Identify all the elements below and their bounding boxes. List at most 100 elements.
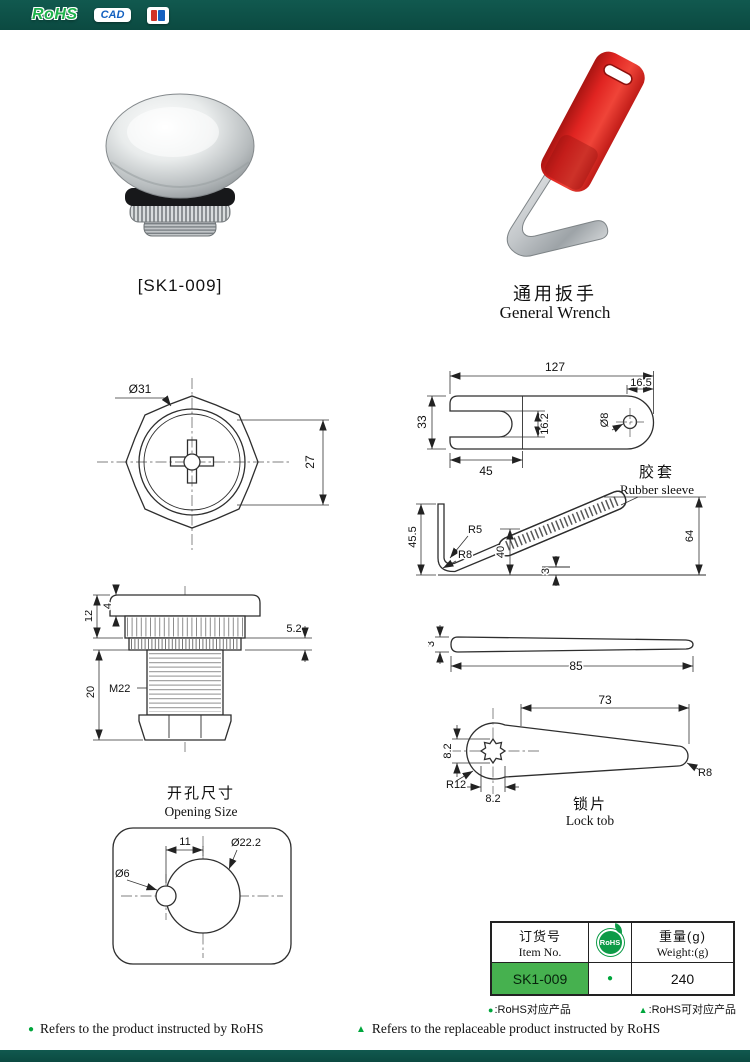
rohs-status-cell: ● xyxy=(589,963,632,994)
cap-profile xyxy=(109,594,261,617)
nut-profile xyxy=(138,714,232,741)
dim-bar-thickness-3: 3 xyxy=(428,641,437,647)
anti-rotation-notch xyxy=(155,885,177,907)
footnote-left-text: Refers to the product instructed by RoHS xyxy=(40,1021,264,1036)
rohs-logo: RoHS xyxy=(32,6,78,23)
dim-height-27: 27 xyxy=(303,455,317,469)
footnote-right: ▲ Refers to the replaceable product inst… xyxy=(356,1021,660,1037)
opening-dimensions: 11 Ø22.2 Ø6 xyxy=(114,835,262,891)
cap-highlight xyxy=(127,107,219,157)
legend-triangle-text: :RoHS可对应产品 xyxy=(648,1004,736,1016)
dim-lip-4: 4 xyxy=(102,603,114,609)
dim-main-dia-22-2: Ø22.2 xyxy=(231,837,261,849)
bracket-dimensions: 45.5 R5 R8 40 3 64 xyxy=(408,496,706,586)
wrench-caption-en: General Wrench xyxy=(499,303,611,322)
star-broach-hole xyxy=(479,737,507,765)
dim-left-45: 45 xyxy=(479,464,493,478)
dim-end-16-5: 16.5 xyxy=(630,377,651,389)
handle-shadow-band xyxy=(544,134,598,190)
green-dot-icon: ● xyxy=(488,1005,494,1015)
legend-dot-text: :RoHS对应产品 xyxy=(494,1004,571,1016)
latch-dimensions: 127 16.5 33 16.2 45 Ø8 xyxy=(414,359,654,480)
scalloped-rim xyxy=(125,395,259,529)
side-view-dimensions: 12 4 5.2 20 M22 xyxy=(85,584,312,741)
dim-r8: R8 xyxy=(458,549,472,561)
wrench-caption-cn: 通用扳手 xyxy=(513,284,597,304)
wrench-red-handle xyxy=(540,51,645,192)
knurled-ring-profile xyxy=(124,615,246,639)
legend-triangle-item: ▲:RoHS可对应产品 xyxy=(639,1001,736,1017)
green-dot-icon: ● xyxy=(28,1023,35,1035)
bottom-brand-bar xyxy=(0,1050,750,1062)
dim-step-5-2: 5.2 xyxy=(286,623,301,635)
dim-length-127: 127 xyxy=(545,360,565,374)
front-view-dimensions: Ø31 27 xyxy=(115,381,329,506)
lock-tab-dimensions: 73 8.2 8.2 R12 R8 xyxy=(441,692,714,807)
wrench-steel-hook xyxy=(506,159,609,257)
dim-mid-40: 40 xyxy=(495,546,507,558)
opening-title-cn: 开孔尺寸 xyxy=(167,785,235,802)
footnote-right-text: Refers to the replaceable product instru… xyxy=(371,1021,661,1036)
top-brand-bar: RoHS CAD xyxy=(0,0,750,30)
spec-table-data-row: SK1-009 ● 240 xyxy=(492,963,733,994)
flat-bar-dimensions: 3 85 xyxy=(428,625,694,675)
dim-thread-m22: M22 xyxy=(109,683,130,695)
dim-body-20: 20 xyxy=(85,686,97,698)
lock-tab-drawing: 73 8.2 8.2 R12 R8 锁片 Lock tob xyxy=(441,692,714,829)
front-view-drawing: Ø31 27 xyxy=(97,378,329,550)
panel-outline xyxy=(112,827,292,965)
main-hole xyxy=(165,858,241,934)
opening-size-drawing: 开孔尺寸 Opening Size 11 Ø22.2 Ø6 xyxy=(112,785,292,965)
dim-height-45-5: 45.5 xyxy=(408,526,419,547)
dim-diameter-31: Ø31 xyxy=(129,382,152,396)
item-no-header-cn: 订货号 xyxy=(518,928,561,944)
dim-cap-12: 12 xyxy=(85,610,95,622)
rohs-legend: ●:RoHS对应产品 ▲:RoHS可对应产品 xyxy=(488,1001,736,1017)
handle-hang-hole xyxy=(603,63,633,86)
footnote-left: ● Refers to the product instructed by Ro… xyxy=(28,1021,264,1037)
spec-table: 订货号 Item No. RoHS 重量(g) Weight:(g) SK1-0… xyxy=(490,921,735,996)
rohs-badge-icon: RoHS xyxy=(596,929,624,956)
green-triangle-icon: ▲ xyxy=(356,1023,366,1035)
latch-top-view-drawing: 127 16.5 33 16.2 45 Ø8 xyxy=(414,359,655,480)
lock-tab-outline xyxy=(466,722,689,780)
dim-bar-length-85: 85 xyxy=(569,659,583,673)
weight-header-cn: 重量(g) xyxy=(659,928,706,944)
green-triangle-icon: ▲ xyxy=(638,1005,648,1015)
rubber-sleeve-label-en: Rubber sleeve xyxy=(619,482,694,497)
rubber-sleeve-label-cn: 胶套 xyxy=(638,464,675,481)
item-no-header-cell: 订货号 Item No. xyxy=(492,923,589,963)
bracket-profile-drawing: 45.5 R5 R8 40 3 64 xyxy=(408,490,706,586)
lock-caption: [SK1-009] xyxy=(137,276,223,295)
dim-r5: R5 xyxy=(468,524,482,536)
dim-tab-length-73: 73 xyxy=(598,693,612,707)
dim-star-height-8-2: 8.2 xyxy=(442,743,454,758)
dim-offset-11: 11 xyxy=(179,836,190,848)
cap-edge-reflection xyxy=(110,161,250,188)
item-number: SK1-009 xyxy=(512,970,568,987)
rubber-sleeve-label: 胶套 Rubber sleeve xyxy=(607,461,707,498)
legend-dot-item: ●:RoHS对应产品 xyxy=(488,1001,571,1017)
item-no-header-en: Item No. xyxy=(518,944,562,959)
dim-slot-16-2: 16.2 xyxy=(539,413,551,434)
cad-badge: CAD xyxy=(93,8,132,22)
dim-star-width-8-2: 8.2 xyxy=(485,793,500,805)
dim-notch-dia-6: Ø6 xyxy=(115,868,130,880)
spec-table-header-row: 订货号 Item No. RoHS 重量(g) Weight:(g) xyxy=(492,923,733,963)
washer-profile xyxy=(128,637,242,651)
weight-value: 240 xyxy=(670,970,695,987)
lock-tab-label-cn: 锁片 xyxy=(573,796,607,813)
wrench-product-photo xyxy=(506,51,645,257)
dim-width-33: 33 xyxy=(415,415,429,429)
dim-r12: R12 xyxy=(446,779,466,791)
opening-title-en: Opening Size xyxy=(164,804,237,819)
latch-outline xyxy=(449,395,655,450)
rohs-status-dot: ● xyxy=(606,973,614,984)
weight-cell: 240 xyxy=(632,963,733,994)
lock-side-view-drawing: 12 4 5.2 20 M22 xyxy=(85,584,312,752)
lock-tab-label-en: Lock tob xyxy=(566,813,615,828)
dim-r8-tip: R8 xyxy=(698,767,712,779)
weight-header-en: Weight:(g) xyxy=(656,944,709,959)
rohs-header-cell: RoHS xyxy=(589,923,632,963)
